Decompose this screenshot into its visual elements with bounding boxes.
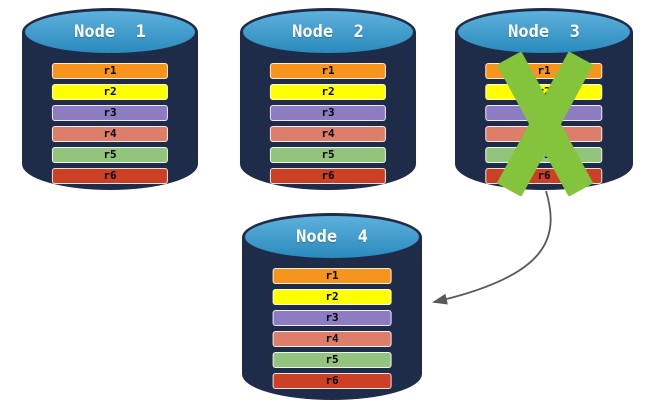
node-4-row-r1: r1 — [272, 268, 392, 284]
node-2-row-r3: r3 — [269, 105, 387, 121]
node-2-row-r6: r6 — [269, 168, 387, 184]
db-node-3: Node 3 r1 r2 r3 r4 r5 r6 — [455, 8, 633, 196]
node-1-row-r2: r2 — [51, 84, 169, 100]
node-1-row-r4: r4 — [51, 126, 169, 142]
node-2-label: Node 2 — [292, 22, 364, 42]
db-node-4: Node 4 r1 r2 r3 r4 r5 r6 — [242, 213, 422, 400]
node-1-row-r5: r5 — [51, 147, 169, 163]
failure-x-icon — [496, 52, 594, 196]
node-1-label: Node 1 — [74, 22, 146, 42]
node-2-row-r5: r5 — [269, 147, 387, 163]
node-4-row-r3: r3 — [272, 310, 392, 326]
db-node-1: Node 1 r1 r2 r3 r4 r5 r6 — [22, 8, 198, 190]
node-1-row-r3: r3 — [51, 105, 169, 121]
node-4-row-r6: r6 — [272, 373, 392, 389]
node-1-row-r1: r1 — [51, 63, 169, 79]
node-2-row-r4: r4 — [269, 126, 387, 142]
db-node-2: Node 2 r1 r2 r3 r4 r5 r6 — [240, 8, 416, 190]
node-3-label: Node 3 — [508, 22, 580, 42]
db-node-4-cylinder-cap: Node 4 — [242, 213, 422, 261]
node-4-rows: r1 r2 r3 r4 r5 r6 — [272, 268, 392, 394]
node-1-row-r6: r6 — [51, 168, 169, 184]
db-node-2-cylinder-cap: Node 2 — [240, 8, 416, 56]
node-2-row-r1: r1 — [269, 63, 387, 79]
node-2-rows: r1 r2 r3 r4 r5 r6 — [269, 63, 387, 189]
node-4-row-r5: r5 — [272, 352, 392, 368]
node-2-row-r2: r2 — [269, 84, 387, 100]
db-node-1-cylinder-cap: Node 1 — [22, 8, 198, 56]
node-4-row-r4: r4 — [272, 331, 392, 347]
node-4-row-r2: r2 — [272, 289, 392, 305]
db-node-3-cylinder-cap: Node 3 — [455, 8, 633, 56]
node-1-rows: r1 r2 r3 r4 r5 r6 — [51, 63, 169, 189]
node-4-label: Node 4 — [296, 227, 368, 247]
